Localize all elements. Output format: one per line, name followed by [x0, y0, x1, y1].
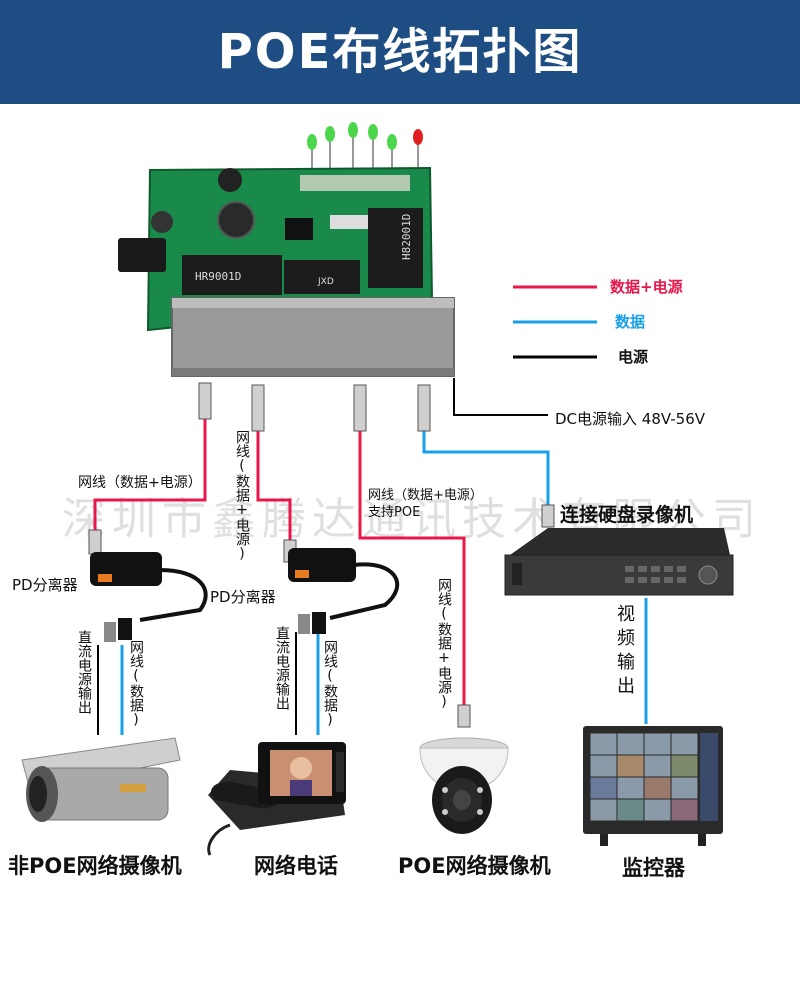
- cable-3-label-line1: 网线（数据+电源）: [368, 488, 483, 503]
- cable-1-red: [93, 418, 207, 540]
- monitor-device: [583, 726, 723, 846]
- pd-splitter-2-label: PD分离器: [210, 588, 276, 606]
- legend-label-power: 电源: [618, 348, 649, 366]
- poe-switch-board: HR9001D JXD H82001D: [118, 122, 455, 377]
- device-label-non-poe-camera: 非POE网络摄像机: [8, 854, 182, 878]
- cable-1-label: 网线（数据+电源）: [78, 475, 202, 491]
- cable-4-label: 网线(数据+电源): [436, 578, 452, 710]
- chip-label-2: H82001D: [400, 214, 413, 260]
- legend-label-data: 数据: [615, 313, 646, 331]
- chip-label-3: JXD: [317, 277, 334, 287]
- chip-label-1: HR9001D: [195, 270, 241, 283]
- cables: [93, 378, 648, 735]
- pd-splitter-2: [288, 548, 400, 634]
- nvr-label: 连接硬盘录像机: [560, 504, 694, 526]
- cable-3-label-line2: 支持POE: [368, 505, 421, 520]
- device-label-monitor: 监控器: [622, 856, 685, 880]
- dc-output-2-label: 直流电源输出: [274, 626, 290, 710]
- dc-power-line: [453, 378, 548, 416]
- data-2-label: 网线(数据): [322, 640, 338, 728]
- nvr-device: [504, 528, 734, 596]
- video-output-label: 视频输出: [614, 604, 635, 700]
- cable-2-label: 网线(数据+电源): [234, 430, 250, 562]
- page-title: POE布线拓扑图: [217, 24, 583, 80]
- device-label-poe-camera: POE网络摄像机: [398, 854, 551, 878]
- cable-4-blue: [422, 430, 550, 510]
- header-bar: [0, 0, 800, 104]
- ip-phone: [207, 742, 346, 856]
- device-label-ip-phone: 网络电话: [254, 854, 338, 878]
- dc-output-1-label: 直流电源输出: [76, 630, 92, 714]
- pd-splitter-1: [90, 552, 208, 642]
- cable-3-red: [358, 430, 466, 710]
- pd-splitter-1-label: PD分离器: [12, 576, 78, 594]
- legend-label-data-power: 数据+电源: [610, 278, 683, 296]
- dc-input-label: DC电源输入 48V-56V: [555, 410, 706, 428]
- data-1-label: 网线(数据): [128, 640, 144, 728]
- legend: [513, 285, 597, 359]
- cable-2-red: [256, 430, 292, 548]
- bullet-camera: [21, 737, 181, 822]
- dome-camera: [419, 737, 509, 834]
